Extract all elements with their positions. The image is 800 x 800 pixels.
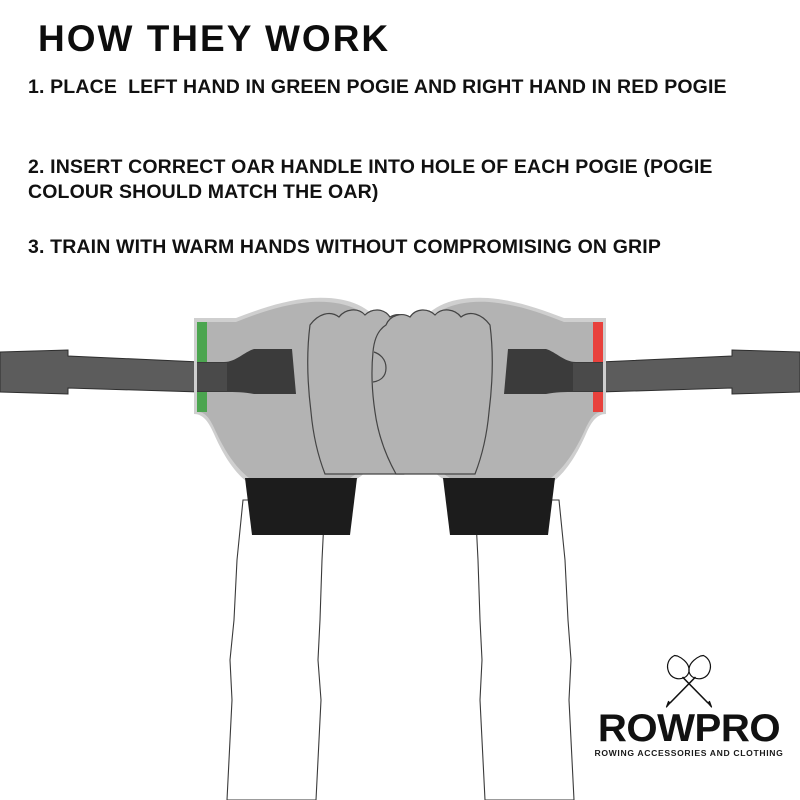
right-cuff <box>443 478 555 535</box>
instruction-step-1: 1. PLACE LEFT HAND IN GREEN POGIE AND RI… <box>28 76 727 98</box>
right-fist <box>371 309 493 475</box>
page-title: HOW THEY WORK <box>38 18 391 59</box>
forearm-left <box>226 499 326 800</box>
oar-shaft-right <box>599 349 800 395</box>
oar-shaft-left <box>0 349 201 395</box>
logo-wordmark: ROWPRO <box>597 707 781 751</box>
logo-tagline: ROWING ACCESSORIES AND CLOTHING <box>594 747 784 758</box>
left-pogie <box>194 297 429 535</box>
instruction-step-3: 3. TRAIN WITH WARM HANDS WITHOUT COMPROM… <box>28 236 662 258</box>
instruction-step-2: 2. INSERT CORRECT OAR HANDLE INTO HOLE O… <box>28 156 719 203</box>
right-pogie <box>371 297 606 535</box>
left-cuff <box>245 478 357 535</box>
brand-logo: ROWPRO ROWING ACCESSORIES AND CLOTHING <box>586 651 792 758</box>
crossed-oars-icon <box>665 655 713 708</box>
forearm-right <box>474 499 575 800</box>
